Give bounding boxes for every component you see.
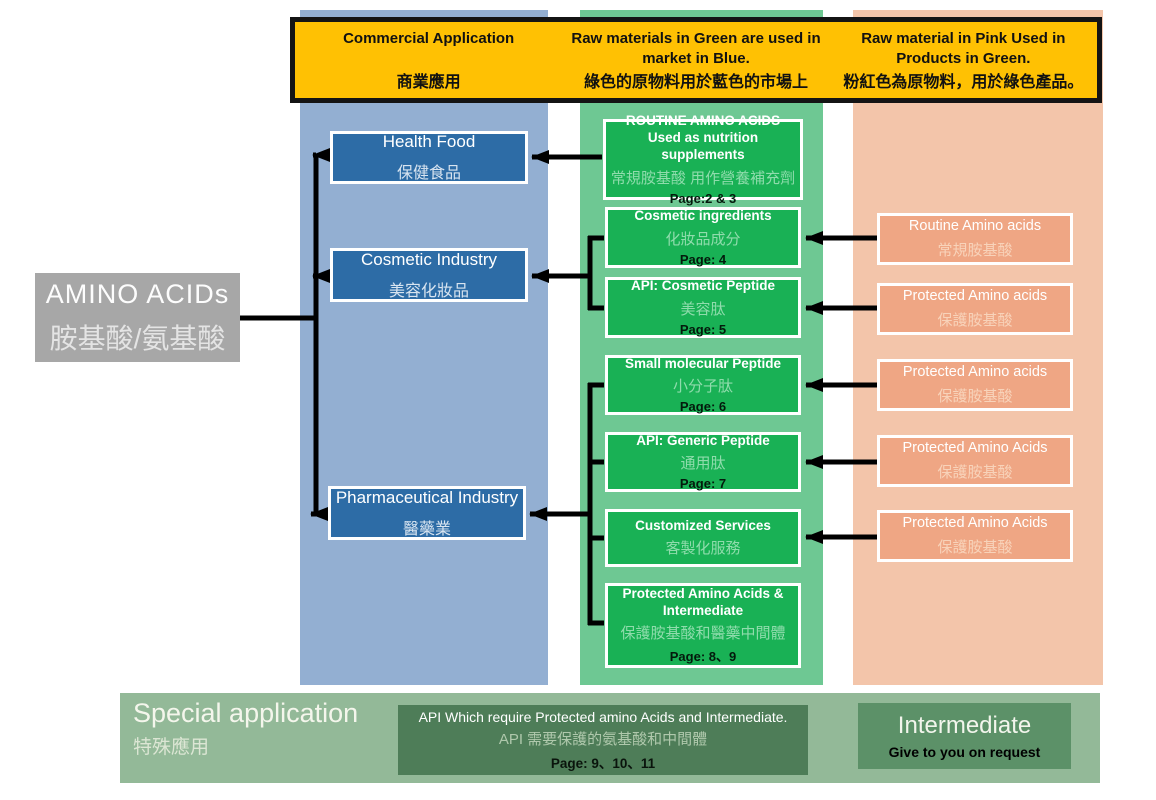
raw-title-zh: 常規胺基酸 <box>937 242 1013 259</box>
product-box-routine-amino-acids: ROUTINE AMINO ACIDS Used as nutrition su… <box>603 113 803 206</box>
product-page-ref: Page: 5 <box>679 321 727 337</box>
market-title-zh: 保健食品 <box>396 165 461 182</box>
product-page-ref: Page: 6 <box>679 399 727 415</box>
legend-text-en: Raw material in Pink Used in Products in… <box>861 30 1066 67</box>
product-title-zh: 保護胺基酸和醫藥中間體 <box>620 625 786 643</box>
product-title-zh: 小分子肽 <box>672 378 733 396</box>
product-page-ref: Page:2 & 3 <box>669 190 737 206</box>
product-title: ROUTINE AMINO ACIDS Used as nutrition su… <box>625 113 781 162</box>
product-title-zh: 客製化服務 <box>665 540 741 558</box>
api-box-title: API Which require Protected amino Acids … <box>418 708 788 725</box>
market-title-zh: 美容化妝品 <box>388 282 469 300</box>
product-box-cosmetic-ingredients: Cosmetic ingredients 化妝品成分 Page: 4 <box>605 207 801 268</box>
product-title: API: Generic Peptide <box>636 432 770 448</box>
product-box-api-generic-peptide: API: Generic Peptide 通用肽 Page: 7 <box>605 432 801 492</box>
special-application-label: Special application 特殊應用 <box>133 698 358 759</box>
legend-text-zh: 粉紅色為原物料，用於綠色產品。 <box>843 74 1084 91</box>
raw-title: Protected Amino Acids <box>902 515 1048 531</box>
market-title: Cosmetic Industry <box>360 249 498 269</box>
market-title: Pharmaceutical Industry <box>335 487 519 507</box>
product-title-zh: 通用肽 <box>680 455 726 473</box>
market-box-health-food: Health Food 保健食品 <box>330 131 528 184</box>
special-application-title: Special application <box>133 698 359 728</box>
product-title: API: Cosmetic Peptide <box>630 278 776 294</box>
product-page-ref: Page: 7 <box>679 476 727 492</box>
pink-raw-material-column-background <box>853 10 1103 685</box>
market-title-zh: 醫藥業 <box>402 520 451 538</box>
raw-box-routine-amino-acids: Routine Amino acids 常規胺基酸 <box>877 213 1073 265</box>
raw-title: Protected Amino acids <box>902 288 1048 304</box>
product-box-api-cosmetic-peptide: API: Cosmetic Peptide 美容肽 Page: 5 <box>605 277 801 338</box>
special-application-title-zh: 特殊應用 <box>133 737 210 758</box>
product-title: Customized Services <box>635 517 771 533</box>
intermediate-box: Intermediate Give to you on request <box>858 703 1071 769</box>
legend-pink-to-green: Raw material in Pink Used in Products in… <box>830 22 1097 98</box>
raw-box-protected-amino-acids-1: Protected Amino acids 保護胺基酸 <box>877 283 1073 335</box>
product-title-zh: 化妝品成分 <box>665 230 741 248</box>
legend-text-en: Commercial Application <box>343 30 515 47</box>
raw-box-protected-amino-acids-4: Protected Amino Acids 保護胺基酸 <box>877 510 1073 562</box>
product-title-zh: 美容肽 <box>680 300 726 318</box>
market-box-pharmaceutical-industry: Pharmaceutical Industry 醫藥業 <box>328 486 526 540</box>
intermediate-title: Intermediate <box>897 712 1032 739</box>
market-title: Health Food <box>382 132 476 151</box>
api-protected-requirement-box: API Which require Protected amino Acids … <box>398 705 808 775</box>
intermediate-subtitle: Give to you on request <box>888 744 1041 760</box>
blue-market-column-background <box>300 10 548 685</box>
legend-text-zh: 綠色的原物料用於藍色的市場上 <box>583 74 808 91</box>
product-box-small-molecular-peptide: Small molecular Peptide 小分子肽 Page: 6 <box>605 355 801 415</box>
product-box-protected-amino-acids-intermediate: Protected Amino Acids & Intermediate 保護胺… <box>605 583 801 668</box>
raw-box-protected-amino-acids-2: Protected Amino acids 保護胺基酸 <box>877 359 1073 411</box>
raw-title-zh: 保護胺基酸 <box>937 312 1013 329</box>
legend-header: Commercial Application 商業應用 Raw material… <box>290 17 1102 103</box>
product-box-customized-services: Customized Services 客製化服務 <box>605 509 801 567</box>
raw-title: Routine Amino acids <box>908 218 1042 234</box>
amino-acids-root-node: AMINO ACIDs 胺基酸/氨基酸 <box>35 273 240 362</box>
legend-text-zh: 商業應用 <box>396 74 461 91</box>
legend-green-to-blue: Raw materials in Green are used in marke… <box>562 22 829 98</box>
root-title-zh: 胺基酸/氨基酸 <box>49 322 226 354</box>
api-box-page-ref: Page: 9、10、11 <box>550 755 656 771</box>
legend-commercial-application: Commercial Application 商業應用 <box>295 22 562 98</box>
product-title: Small molecular Peptide <box>624 355 782 371</box>
api-box-title-zh: API 需要保護的氨基酸和中間體 <box>498 730 708 748</box>
raw-title: Protected Amino Acids <box>902 440 1048 456</box>
root-title: AMINO ACIDs <box>45 278 230 309</box>
product-page-ref: Page: 4 <box>679 251 727 267</box>
product-title-zh: 常規胺基酸 用作營養補充劑 <box>610 169 796 187</box>
raw-title-zh: 保護胺基酸 <box>937 539 1013 556</box>
raw-title-zh: 保護胺基酸 <box>937 388 1013 405</box>
raw-title: Protected Amino acids <box>902 364 1048 380</box>
raw-box-protected-amino-acids-3: Protected Amino Acids 保護胺基酸 <box>877 435 1073 487</box>
product-page-ref: Page: 8、9 <box>669 649 737 665</box>
raw-title-zh: 保護胺基酸 <box>937 464 1013 481</box>
market-box-cosmetic-industry: Cosmetic Industry 美容化妝品 <box>330 248 528 302</box>
legend-text-en: Raw materials in Green are used in marke… <box>571 30 821 67</box>
product-title: Cosmetic ingredients <box>634 208 772 224</box>
product-title: Protected Amino Acids & Intermediate <box>622 585 784 618</box>
